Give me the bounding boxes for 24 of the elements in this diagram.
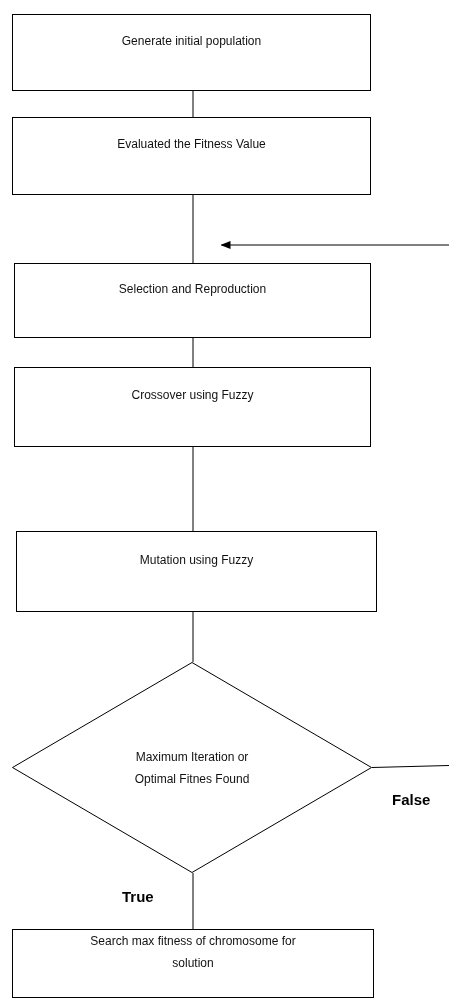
process-box [12,14,371,91]
process-box [12,117,371,195]
process-box [14,367,371,447]
node-text: Selection and Reproduction [117,280,268,298]
node-text: Search max fitness of chromosome for solution [89,932,297,972]
edge-label: True [122,889,154,904]
process-box [12,929,374,998]
process-box [16,531,377,612]
node-text: Mutation using Fuzzy [138,551,255,569]
connector-line [192,446,194,532]
node-text: Crossover using Fuzzy [130,387,255,404]
connector-line [192,872,194,930]
node-text: Maximum Iteration or Optimal Fitnes Found [133,748,251,788]
connector-line [192,90,194,118]
connector-line [192,337,194,368]
node-text: Evaluated the Fitness Value [116,136,267,153]
process-box [14,263,371,338]
connector-line [192,194,194,264]
edge-label: False [392,791,431,807]
connector-line [192,611,194,663]
decision-diamond [12,662,372,873]
node-text: Generate initial population [120,32,263,50]
connector-line [371,765,449,768]
arrow [220,241,449,249]
